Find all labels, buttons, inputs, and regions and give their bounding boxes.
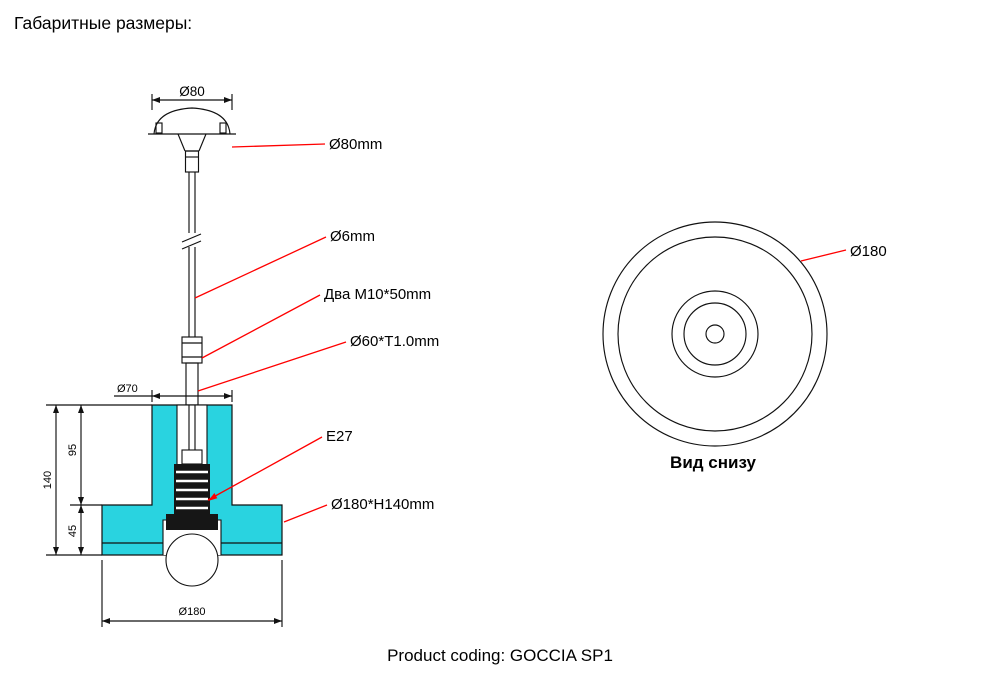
ceiling-canopy: [148, 107, 236, 173]
callout-canopy-label: Ø80mm: [329, 136, 382, 153]
callout-canopy: Ø80mm: [231, 136, 382, 153]
threaded-coupler: [181, 336, 203, 364]
callout-socket-label: E27: [326, 428, 353, 445]
callout-bottom-diameter-label: Ø180: [850, 243, 887, 260]
callout-socket: E27: [207, 428, 353, 501]
callout-cable-label: Ø6mm: [330, 228, 375, 245]
callout-screws-label: Два M10*50mm: [324, 286, 431, 303]
hub-inner-circle: [683, 302, 747, 366]
center-hole-circle: [705, 324, 725, 344]
hub-outer-circle: [671, 290, 759, 378]
dim-shade-diameter-label: Ø180: [179, 606, 206, 618]
callout-tube: Ø60*T1.0mm: [197, 333, 439, 392]
outer-rim-circle: [602, 221, 828, 447]
dim-shade-diameter: Ø180: [101, 560, 283, 627]
suspension-rod: [181, 172, 202, 337]
light-bulb: [165, 533, 219, 587]
dim-body-diameter-label: Ø70: [117, 383, 138, 395]
product-coding: Product coding: GOCCIA SP1: [387, 646, 613, 665]
callout-shade: Ø180*H140mm: [283, 496, 434, 523]
inner-rim-circle: [617, 236, 813, 432]
side-view: Ø80 Ø70 140: [42, 84, 439, 627]
dim-body-diameter: Ø70: [114, 383, 233, 402]
dim-canopy-diameter: Ø80: [151, 84, 233, 110]
page-title: Габаритные размеры:: [14, 13, 193, 33]
rod-break-mark: [181, 233, 202, 250]
dim-shade-height-label: 45: [67, 525, 79, 537]
dim-canopy-diameter-label: Ø80: [179, 84, 205, 99]
bottom-view: Ø180 Вид снизу: [602, 221, 887, 472]
callout-bottom-diameter: Ø180: [800, 243, 887, 262]
lamp-socket: [166, 405, 218, 530]
callout-screws: Два M10*50mm: [201, 286, 431, 359]
hanging-tube: [185, 362, 199, 406]
callout-shade-label: Ø180*H140mm: [331, 496, 434, 513]
dim-shade-height: 45: [67, 505, 84, 555]
callout-tube-label: Ø60*T1.0mm: [350, 333, 439, 350]
dim-body-height-label: 95: [67, 444, 79, 456]
bottom-view-caption: Вид снизу: [670, 453, 756, 472]
callout-cable: Ø6mm: [194, 228, 375, 299]
dim-body-height: 95: [67, 405, 102, 506]
dim-total-height: 140: [42, 404, 152, 556]
dim-total-height-label: 140: [42, 471, 54, 489]
